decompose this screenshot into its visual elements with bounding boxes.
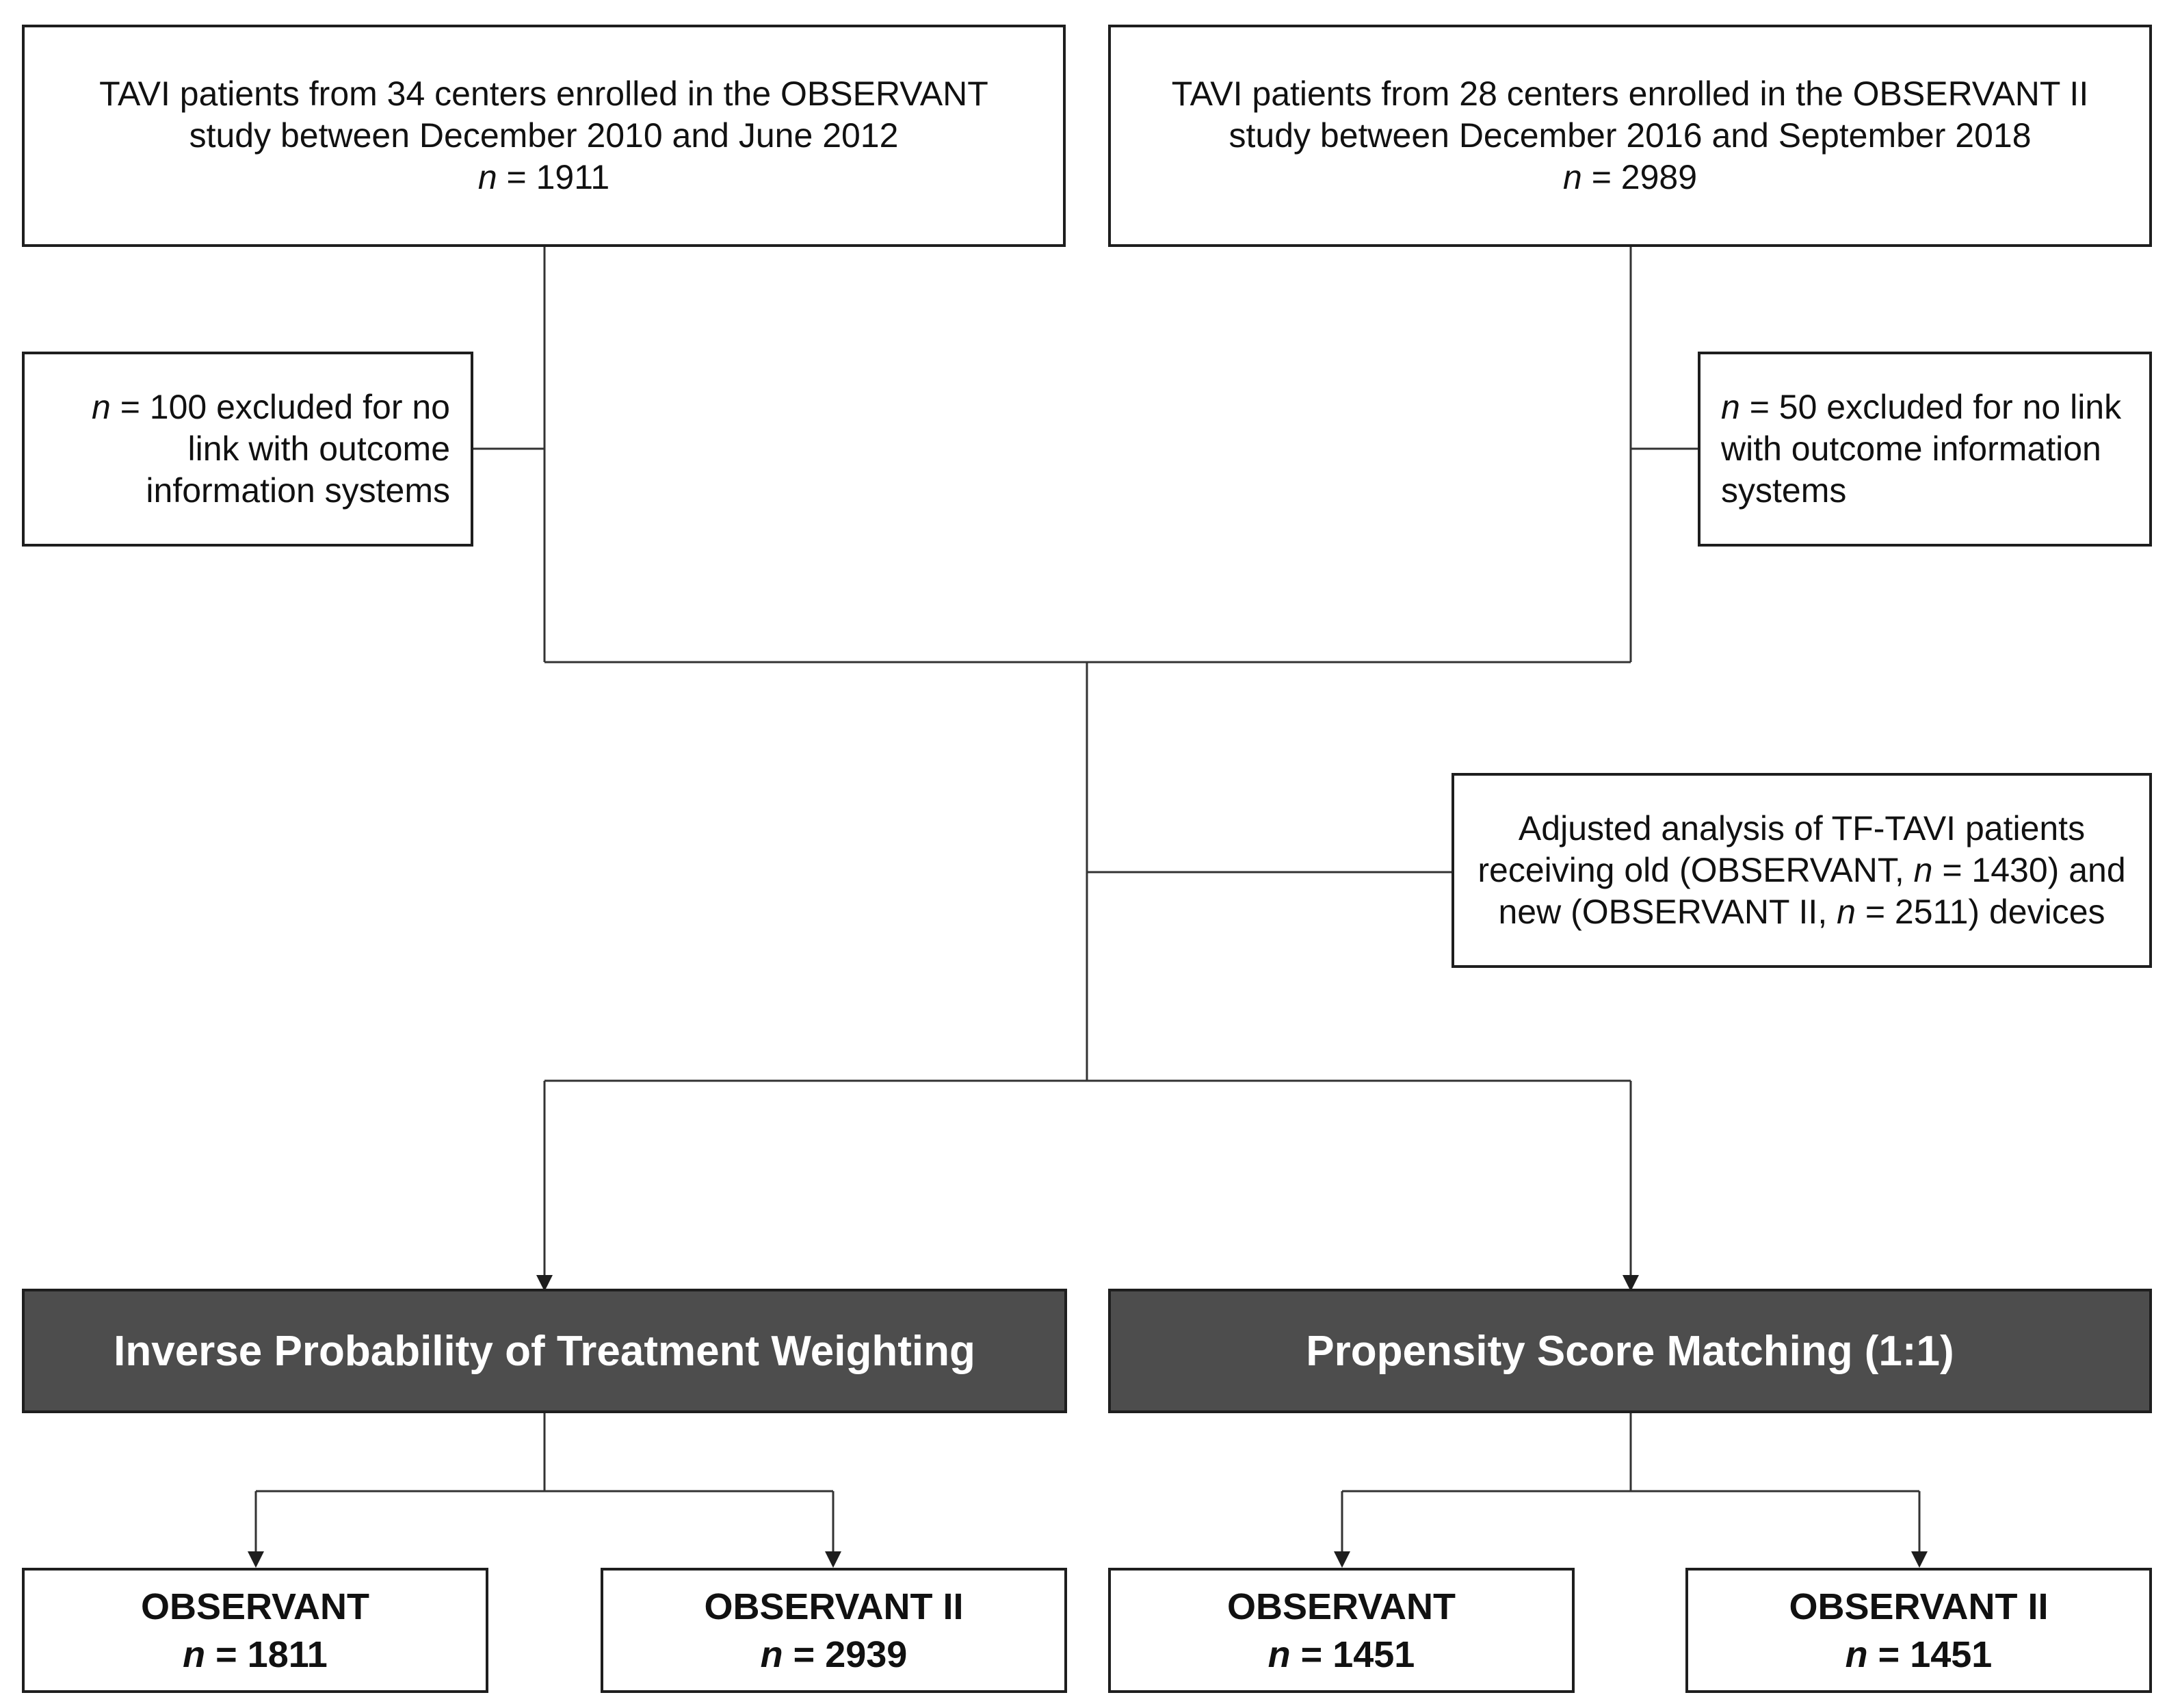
result-count: n = 2939 xyxy=(760,1633,908,1675)
count-value: = 2989 xyxy=(1581,158,1698,196)
method-title: Propensity Score Matching (1:1) xyxy=(1306,1327,1954,1375)
box-adjusted-analysis: Adjusted analysis of TF-TAVI patients re… xyxy=(1452,773,2152,968)
result-title: OBSERVANT xyxy=(1226,1586,1456,1627)
n-symbol: n xyxy=(91,388,111,426)
source-line-1: TAVI patients from 28 centers enrolled i… xyxy=(1171,75,2089,113)
n-symbol: n xyxy=(1913,851,1933,889)
exclusion-line-1: n = 100 excluded for no xyxy=(91,388,450,426)
adjusted-line-1: Adjusted analysis of TF-TAVI patients xyxy=(1518,809,2086,848)
box-exclusion-right: n = 50 excluded for no link with outcome… xyxy=(1698,352,2152,547)
adjusted-line-2: receiving old (OBSERVANT, n = 1430) and xyxy=(1478,851,2126,889)
box-result-psm-observant-ii: OBSERVANT II n = 1451 xyxy=(1685,1568,2152,1693)
box-result-iptw-observant: OBSERVANT n = 1811 xyxy=(22,1568,488,1693)
box-method-psm: Propensity Score Matching (1:1) xyxy=(1108,1289,2152,1413)
arrowhead-icon xyxy=(1334,1551,1350,1568)
n-symbol: n xyxy=(1837,893,1856,931)
source-line-2: study between December 2016 and Septembe… xyxy=(1229,116,2032,155)
arrowhead-icon xyxy=(825,1551,841,1568)
source-count: n = 1911 xyxy=(478,157,609,198)
n-symbol: n xyxy=(1721,388,1740,426)
result-title: OBSERVANT II xyxy=(1789,1586,2049,1627)
exclusion-line-2: with outcome information xyxy=(1721,430,2101,468)
box-result-psm-observant: OBSERVANT n = 1451 xyxy=(1108,1568,1575,1693)
result-title: OBSERVANT xyxy=(140,1586,370,1627)
arrowhead-icon xyxy=(536,1275,553,1291)
n-symbol: n xyxy=(1268,1633,1291,1675)
exclusion-line-3: information systems xyxy=(146,471,450,510)
n-symbol: n xyxy=(1845,1633,1868,1675)
result-count: n = 1451 xyxy=(1268,1633,1415,1675)
source-line-1: TAVI patients from 34 centers enrolled i… xyxy=(99,75,988,113)
count-value: = 1911 xyxy=(497,158,610,196)
exclusion-line-1: n = 50 excluded for no link xyxy=(1721,388,2122,426)
source-line-2: study between December 2010 and June 201… xyxy=(189,116,899,155)
exclusion-line-3: systems xyxy=(1721,471,1847,510)
box-exclusion-left: n = 100 excluded for no link with outcom… xyxy=(22,352,473,547)
method-title: Inverse Probability of Treatment Weighti… xyxy=(114,1327,975,1375)
result-count: n = 1811 xyxy=(183,1633,328,1675)
source-count: n = 2989 xyxy=(1563,157,1697,198)
exclusion-line-2: link with outcome xyxy=(187,430,451,468)
arrowhead-icon xyxy=(248,1551,264,1568)
arrowhead-icon xyxy=(1911,1551,1928,1568)
n-symbol: n xyxy=(477,158,497,196)
arrowhead-icon xyxy=(1623,1275,1639,1291)
result-title: OBSERVANT II xyxy=(704,1586,964,1627)
result-count: n = 1451 xyxy=(1845,1633,1993,1675)
box-method-iptw: Inverse Probability of Treatment Weighti… xyxy=(22,1289,1067,1413)
n-symbol: n xyxy=(183,1633,206,1675)
n-symbol: n xyxy=(1562,158,1582,196)
box-observant-source: TAVI patients from 34 centers enrolled i… xyxy=(22,25,1066,247)
n-symbol: n xyxy=(760,1633,783,1675)
box-observant-ii-source: TAVI patients from 28 centers enrolled i… xyxy=(1108,25,2152,247)
adjusted-line-3: new (OBSERVANT II, n = 2511) devices xyxy=(1498,893,2105,931)
box-result-iptw-observant-ii: OBSERVANT II n = 2939 xyxy=(601,1568,1067,1693)
